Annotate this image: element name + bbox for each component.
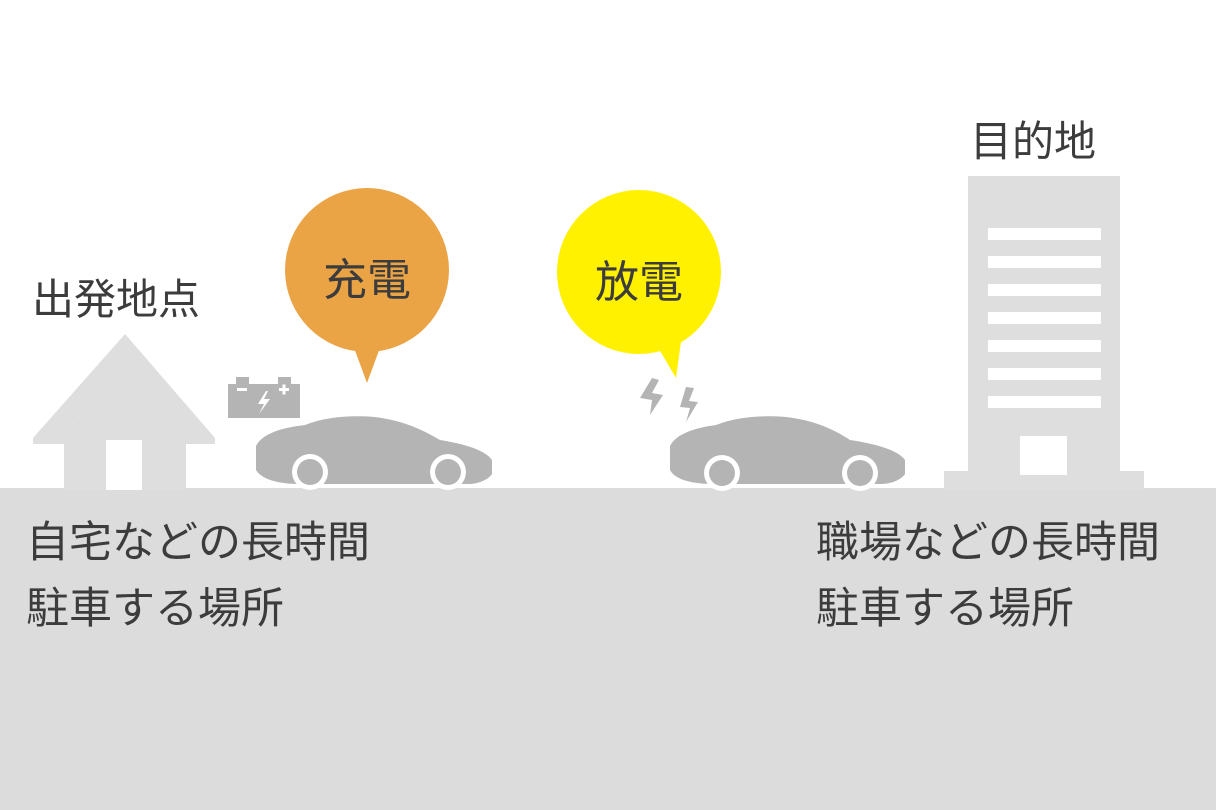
house-icon <box>33 334 215 490</box>
destination-description: 職場などの長時間 駐車する場所 <box>816 510 1160 642</box>
car-icon <box>670 416 905 491</box>
start-description: 自宅などの長時間 駐車する場所 <box>26 510 370 642</box>
start-description-line2: 駐車する場所 <box>26 584 284 634</box>
lightning-icon <box>640 378 698 422</box>
building-icon <box>944 176 1144 490</box>
start-description-line1: 自宅などの長時間 <box>26 518 370 568</box>
car-icon <box>256 416 492 490</box>
destination-title: 目的地 <box>970 117 1097 166</box>
ground <box>0 488 1216 810</box>
discharge-label: 放電 <box>595 257 683 308</box>
start-title: 出発地点 <box>32 275 201 324</box>
destination-description-line2: 駐車する場所 <box>816 584 1074 634</box>
destination-description-line1: 職場などの長時間 <box>816 518 1160 568</box>
charge-label: 充電 <box>323 255 411 306</box>
charge-bubble <box>285 188 449 383</box>
battery-icon <box>228 377 300 418</box>
discharge-bubble <box>557 190 721 378</box>
